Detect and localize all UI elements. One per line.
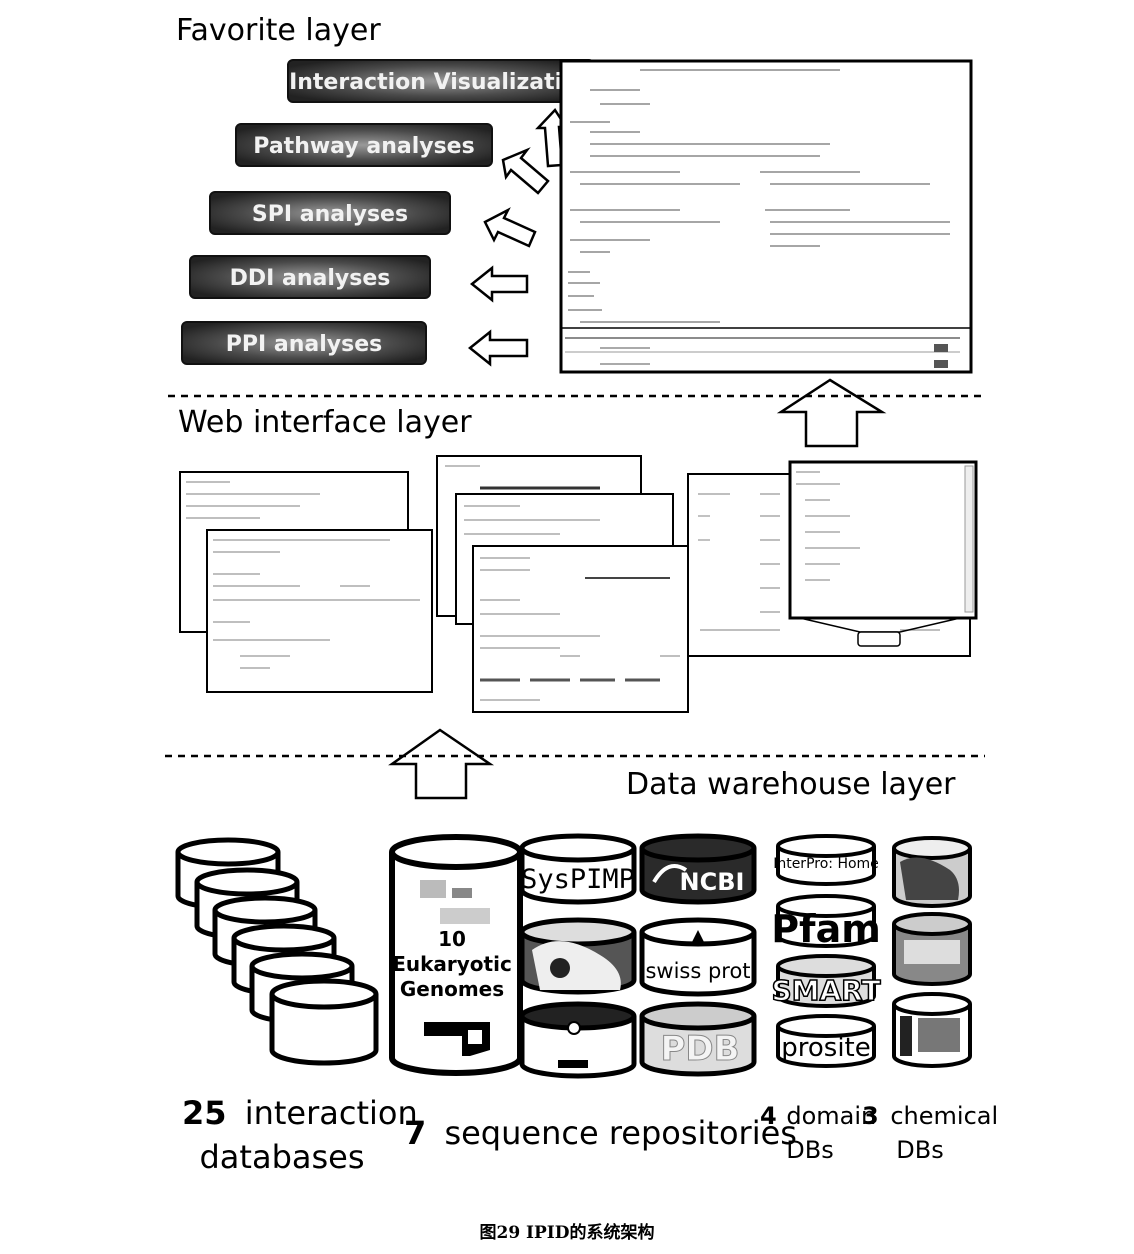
screenshot-placeholder-lines bbox=[568, 69, 950, 323]
prosite-logo: prosite bbox=[776, 1014, 876, 1068]
interpro-logo: InterPro: Home bbox=[773, 834, 879, 886]
pdb-logo: PDB bbox=[639, 1001, 757, 1077]
logo-text: PDB bbox=[660, 1029, 739, 1069]
favorite-layer-title: Favorite layer bbox=[176, 13, 381, 48]
ncbi-logo: NCBI bbox=[639, 833, 757, 905]
logo-text: Pfam bbox=[771, 907, 881, 951]
left-arrow-icons bbox=[467, 107, 569, 367]
analysis-label: PPI analyses bbox=[226, 332, 382, 357]
web-screenshot-group-2 bbox=[436, 455, 689, 713]
sequence-repo-label: 7 sequence repositories bbox=[404, 1114, 797, 1152]
chemical-db-label: 3 chemical DBs bbox=[862, 1102, 998, 1164]
web-screenshot-group-3 bbox=[687, 460, 978, 657]
domain-db-label: 4 domain DBs bbox=[760, 1102, 876, 1164]
analysis-label: DDI analyses bbox=[230, 266, 391, 291]
analysis-label: SPI analyses bbox=[252, 202, 408, 227]
left-arrow-icon bbox=[469, 265, 529, 303]
web-screenshot-group-1 bbox=[179, 471, 433, 693]
analysis-label: Pathway analyses bbox=[253, 134, 474, 159]
analysis-pill-pathway: Pathway analyses bbox=[235, 123, 493, 167]
interaction-db-cylinders bbox=[175, 837, 379, 1066]
warehouse-layer-title: Data warehouse layer bbox=[626, 767, 956, 802]
svg-text:25 interaction: 25 interaction bbox=[182, 1094, 418, 1132]
analysis-pill-spi: SPI analyses bbox=[209, 191, 451, 235]
analysis-pill-ddi: DDI analyses bbox=[189, 255, 431, 299]
pfam-logo: Pfam bbox=[771, 894, 881, 951]
left-arrow-icon bbox=[501, 147, 550, 195]
svg-text:databases: databases bbox=[199, 1138, 364, 1176]
syspimp-logo: SysPIMP bbox=[519, 833, 637, 905]
svg-text:DBs: DBs bbox=[786, 1136, 833, 1164]
swissprot-logo: swiss prot bbox=[639, 917, 757, 997]
favorite-screenshot bbox=[559, 59, 973, 374]
genome-line1: Eukaryotic bbox=[392, 952, 512, 976]
architecture-diagram: Favorite layer Interaction Visualization… bbox=[165, 13, 998, 1176]
logo-text: NCBI bbox=[680, 868, 745, 896]
svg-text:3 chemical: 3 chemical bbox=[862, 1102, 998, 1130]
interaction-db-label: 25 interaction databases bbox=[182, 1094, 418, 1176]
vnm-logo bbox=[519, 1001, 637, 1079]
logo-text: prosite bbox=[781, 1033, 871, 1063]
svg-text:DBs: DBs bbox=[896, 1136, 943, 1164]
logo-text: swiss prot bbox=[645, 959, 750, 983]
svg-text:7 sequence repositories: 7 sequence repositories bbox=[404, 1114, 797, 1152]
up-block-arrow-icon bbox=[776, 378, 887, 448]
logo-text: SysPIMP bbox=[521, 864, 635, 895]
web-layer-title: Web interface layer bbox=[178, 405, 472, 440]
database-icon bbox=[269, 978, 379, 1066]
analysis-pill-ppi: PPI analyses bbox=[181, 321, 427, 365]
figure-caption: 图29 IPID的系统架构 bbox=[479, 1223, 655, 1243]
smart-logo: SMART bbox=[771, 954, 881, 1008]
genome-cylinder: 10 Eukaryotic Genomes bbox=[389, 834, 523, 1076]
chemical-db-logo-1 bbox=[892, 836, 972, 908]
chemical-db-logo-3 bbox=[892, 992, 972, 1068]
genome-count: 10 bbox=[438, 927, 466, 951]
logo-text: InterPro: Home bbox=[773, 856, 879, 872]
chemical-db-logo-2 bbox=[892, 912, 972, 986]
analysis-pill-visualization: Interaction Visualization bbox=[287, 59, 595, 103]
left-arrow-icon bbox=[483, 207, 537, 248]
left-arrow-icon bbox=[467, 329, 529, 367]
analysis-label: Interaction Visualization bbox=[289, 70, 593, 95]
svg-text:4 domain: 4 domain bbox=[760, 1102, 876, 1130]
logo-text: SMART bbox=[771, 974, 880, 1007]
up-block-arrow-icon bbox=[388, 728, 495, 800]
genome-line2: Genomes bbox=[400, 977, 504, 1001]
map-logo-1 bbox=[519, 917, 637, 995]
